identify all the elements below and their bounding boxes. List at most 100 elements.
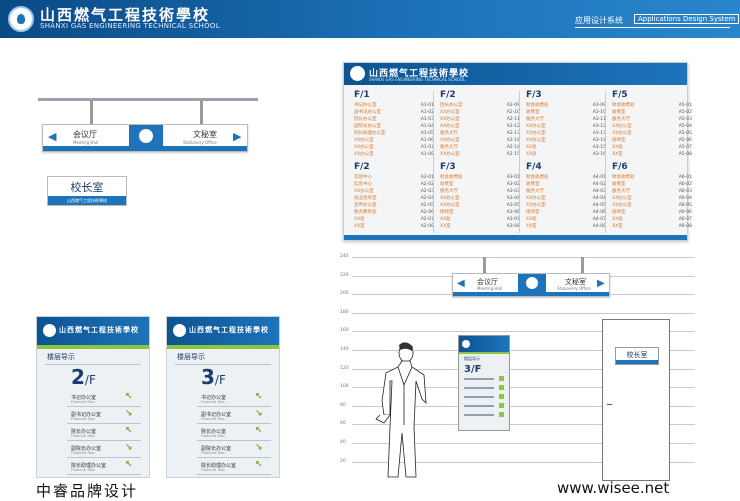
- directory-room-code: A3-10: [592, 110, 606, 115]
- directory-room-name: XX处: [612, 217, 623, 222]
- directory-room-name: 财会收费处: [526, 103, 549, 108]
- scale-line: [352, 350, 695, 351]
- panel-room-en: Financial Dep.: [201, 417, 226, 421]
- panel-room-name: 副院长办公室: [201, 446, 232, 452]
- scale-line: [352, 257, 695, 258]
- panel-room-name: 院长助理办公室: [201, 463, 237, 469]
- directory-room-code: A3-04: [506, 196, 520, 201]
- directory-room-name: 实验中心: [354, 175, 372, 180]
- school-name-cn: 山西燃气工程技術學校: [40, 6, 211, 24]
- directory-room-code: A2-01: [420, 175, 434, 180]
- directory-room-name: 服务大厅: [526, 189, 544, 194]
- scene-floor-panel: 楼层导示 3/F: [458, 335, 510, 431]
- directory-room-code: A4-05: [592, 203, 606, 208]
- directory-room-code: A2-11: [506, 117, 520, 122]
- directory-room-code: A1-05: [420, 131, 434, 136]
- sign-emblem-panel: [518, 274, 546, 293]
- directory-room-code: A3-08: [506, 224, 520, 229]
- green-arrow-icon: ↘: [125, 443, 133, 453]
- directory-room-name: 收费室: [612, 110, 626, 115]
- directory-room-code: A5-03: [678, 117, 692, 122]
- school-emblem-icon: [173, 324, 186, 337]
- directory-room-code: A3-14: [592, 138, 606, 143]
- directory-room-name: 接待室: [612, 138, 626, 143]
- panel-row-divider: [67, 406, 141, 407]
- scale-tick-label: 100: [340, 384, 349, 390]
- scale-tick-label: 220: [340, 272, 349, 278]
- scale-line: [352, 424, 695, 426]
- directory-room-name: XX处: [354, 217, 365, 222]
- panel-green-strip: [459, 352, 509, 354]
- panel-room-name: 院长助理办公室: [71, 463, 107, 469]
- panel-room-name: 院长办公室: [201, 429, 227, 435]
- directory-room-name: XX办公室: [526, 196, 546, 201]
- column-divider: [605, 91, 606, 233]
- panel-room-en: Financial Dep.: [71, 434, 96, 438]
- directory-room-name: 服务大厅: [612, 189, 630, 194]
- directory-room-name: XX办公室: [440, 117, 460, 122]
- directory-room-code: A3-11: [592, 117, 606, 122]
- directory-room-code: A3-01: [506, 175, 520, 180]
- scale-tick-label: 120: [340, 365, 349, 371]
- scene-door-plate: 校长室: [615, 347, 659, 365]
- directory-room-code: A4-07: [592, 217, 606, 222]
- directory-room-name: XX办公室: [440, 124, 460, 129]
- panel-school-name: 山西燃气工程技術學校: [59, 325, 139, 334]
- directory-room-name: 收费室: [526, 110, 540, 115]
- green-arrow-icon: [499, 403, 504, 408]
- door: 校长室: [602, 319, 670, 481]
- directory-room-code: A6-06: [678, 210, 692, 215]
- system-title-cn: 应用设计系统: [575, 16, 623, 25]
- panel-room-en: Financial Dep.: [71, 468, 96, 472]
- panel-room-en: Financial Dep.: [201, 400, 226, 404]
- directory-entry: 实验中心 A2-01: [354, 174, 434, 181]
- directory-room-code: A3-03: [506, 189, 520, 194]
- directory-room-name: 服务大厅: [440, 189, 458, 194]
- system-title-en: Applications Design System: [634, 14, 740, 24]
- directory-floor-label: F/3: [526, 90, 542, 100]
- header-bar: 山西燃气工程技術學校 SHANXI GAS ENGINEERING TECHNI…: [0, 0, 740, 38]
- scale-line: [352, 461, 695, 463]
- panel-row-divider: [67, 423, 141, 424]
- scene-panel-row: [464, 378, 494, 380]
- green-arrow-icon: [499, 385, 504, 390]
- directory-room-code: A3-09: [592, 103, 606, 108]
- panel-guide-title: 楼层导示: [177, 353, 205, 361]
- scene-panel-row: [464, 387, 494, 389]
- directory-room-name: XX办公室: [612, 196, 632, 201]
- panel-row-divider: [197, 406, 271, 407]
- green-arrow-icon: ↘: [125, 409, 133, 419]
- directory-room-name: XX办公室: [354, 189, 374, 194]
- door-plate: 校长室 山西燃气工程技術學校: [47, 176, 127, 206]
- green-arrow-icon: [499, 394, 504, 399]
- sign-rod-right: [200, 100, 203, 124]
- directory-room-code: A1-07: [420, 145, 434, 150]
- scale-tick-label: 20: [340, 458, 346, 464]
- panel-room-en: Financial Dep.: [201, 468, 226, 472]
- sign-rod-left: [90, 100, 93, 124]
- directory-room-code: A6-07: [678, 217, 692, 222]
- directory-room-name: XX室: [526, 224, 537, 229]
- sign-bottom-strip: [43, 146, 247, 151]
- left-arrow-icon: ◀: [48, 130, 57, 143]
- directory-room-code: A5-01: [678, 103, 692, 108]
- directory-entry: 财会收费处 A3-09: [526, 102, 606, 109]
- directory-room-code: A5-02: [678, 110, 692, 115]
- panel-room-name: 院长办公室: [71, 429, 97, 435]
